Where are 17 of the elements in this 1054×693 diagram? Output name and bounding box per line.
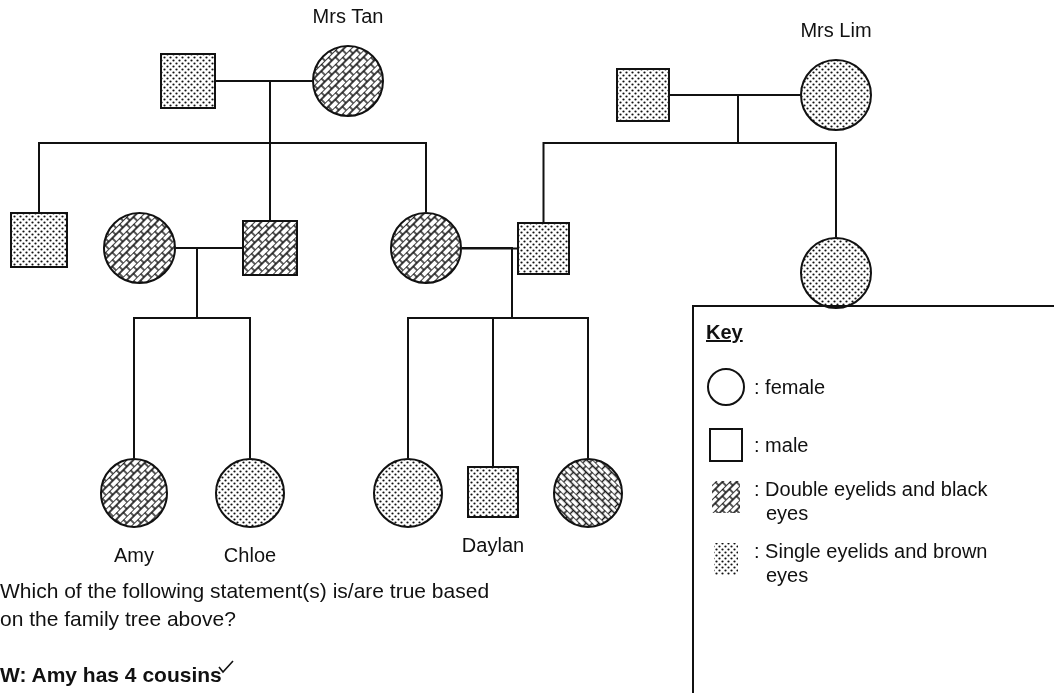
pedigree-line bbox=[461, 247, 589, 459]
person-name: Chloe bbox=[223, 544, 277, 567]
pedigree-line bbox=[175, 247, 251, 459]
question-text: Which of the following statement(s) is/are true based on the family tree above? bbox=[0, 578, 491, 632]
pedigree-line bbox=[737, 94, 837, 238]
legend-text: : male bbox=[754, 433, 810, 457]
statement-text: W: Amy has 4 cousins bbox=[0, 663, 222, 687]
legend-text: : female bbox=[754, 375, 827, 399]
person-name: Amy bbox=[114, 544, 154, 567]
key-title: Key bbox=[706, 321, 743, 344]
person-name: Mrs Lim bbox=[800, 19, 872, 42]
pedigree-line bbox=[269, 80, 427, 213]
person-name: Mrs Tan bbox=[312, 5, 384, 28]
person-name: Daylan bbox=[461, 534, 525, 557]
legend-text: : Double eyelids and black eyes bbox=[754, 477, 989, 525]
legend-text: : Single eyelids and brown eyes bbox=[754, 539, 989, 587]
pedigree-line bbox=[461, 247, 518, 250]
